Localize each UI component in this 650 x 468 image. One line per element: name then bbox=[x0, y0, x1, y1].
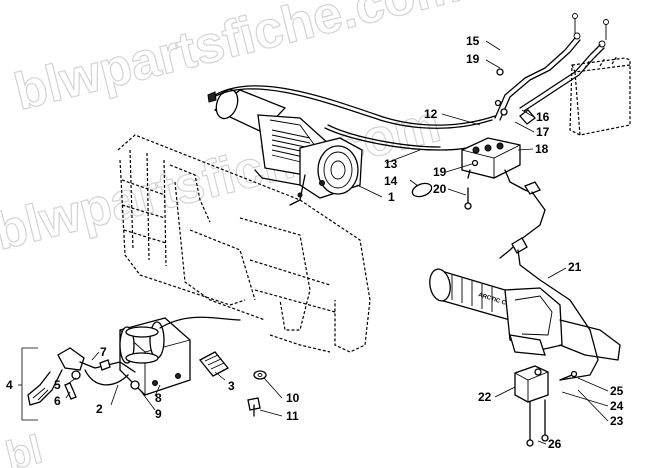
callout-9: 9 bbox=[155, 407, 162, 421]
decal bbox=[198, 351, 230, 377]
group-bracket-4 bbox=[21, 347, 38, 421]
callout-14: 14 bbox=[384, 174, 398, 188]
callout-21: 21 bbox=[568, 260, 582, 274]
callout-1: 1 bbox=[388, 190, 395, 204]
callout-20: 20 bbox=[433, 182, 447, 196]
front-bumper-frame bbox=[117, 134, 371, 353]
solenoid bbox=[461, 137, 541, 195]
winch-assembly bbox=[213, 88, 363, 206]
callout-8: 8 bbox=[155, 391, 162, 405]
screw-20 bbox=[464, 187, 472, 210]
callout-18: 18 bbox=[535, 142, 549, 156]
callout-6: 6 bbox=[54, 394, 61, 408]
callout-24: 24 bbox=[610, 399, 624, 413]
callouts: 1 2 3 4 5 6 7 8 9 10 11 12 13 14 15 16 1… bbox=[6, 34, 624, 451]
callout-7: 7 bbox=[100, 345, 107, 359]
callout-16: 16 bbox=[536, 110, 550, 124]
callout-26: 26 bbox=[548, 437, 562, 451]
callout-23: 23 bbox=[610, 414, 624, 428]
roller-fairlead bbox=[119, 316, 241, 396]
hook-and-strap bbox=[27, 347, 140, 406]
watermark-text-bottom: bl bbox=[2, 427, 47, 468]
washer-and-bolt bbox=[247, 370, 267, 417]
callout-25: 25 bbox=[610, 384, 624, 398]
leader-lines bbox=[18, 40, 609, 445]
callout-2: 2 bbox=[96, 402, 103, 416]
callout-19-top: 19 bbox=[466, 52, 480, 66]
callout-12: 12 bbox=[424, 107, 438, 121]
winch-switch bbox=[514, 365, 578, 447]
callout-5: 5 bbox=[54, 378, 61, 392]
switch-harness bbox=[499, 191, 599, 381]
callout-22: 22 bbox=[478, 390, 492, 404]
battery-cables bbox=[471, 13, 609, 167]
callout-19-lower: 19 bbox=[433, 165, 447, 179]
cable-clamp bbox=[411, 182, 433, 198]
callout-4: 4 bbox=[6, 378, 13, 392]
callout-13: 13 bbox=[384, 157, 398, 171]
callout-15: 15 bbox=[466, 34, 480, 48]
handlebar-grip: ARCTIC CAT bbox=[429, 268, 621, 361]
power-cables bbox=[207, 85, 496, 151]
winch-drum bbox=[271, 129, 311, 164]
callout-11: 11 bbox=[286, 409, 299, 423]
callout-3: 3 bbox=[228, 379, 235, 393]
callout-10: 10 bbox=[286, 391, 300, 405]
callout-17: 17 bbox=[536, 125, 550, 139]
